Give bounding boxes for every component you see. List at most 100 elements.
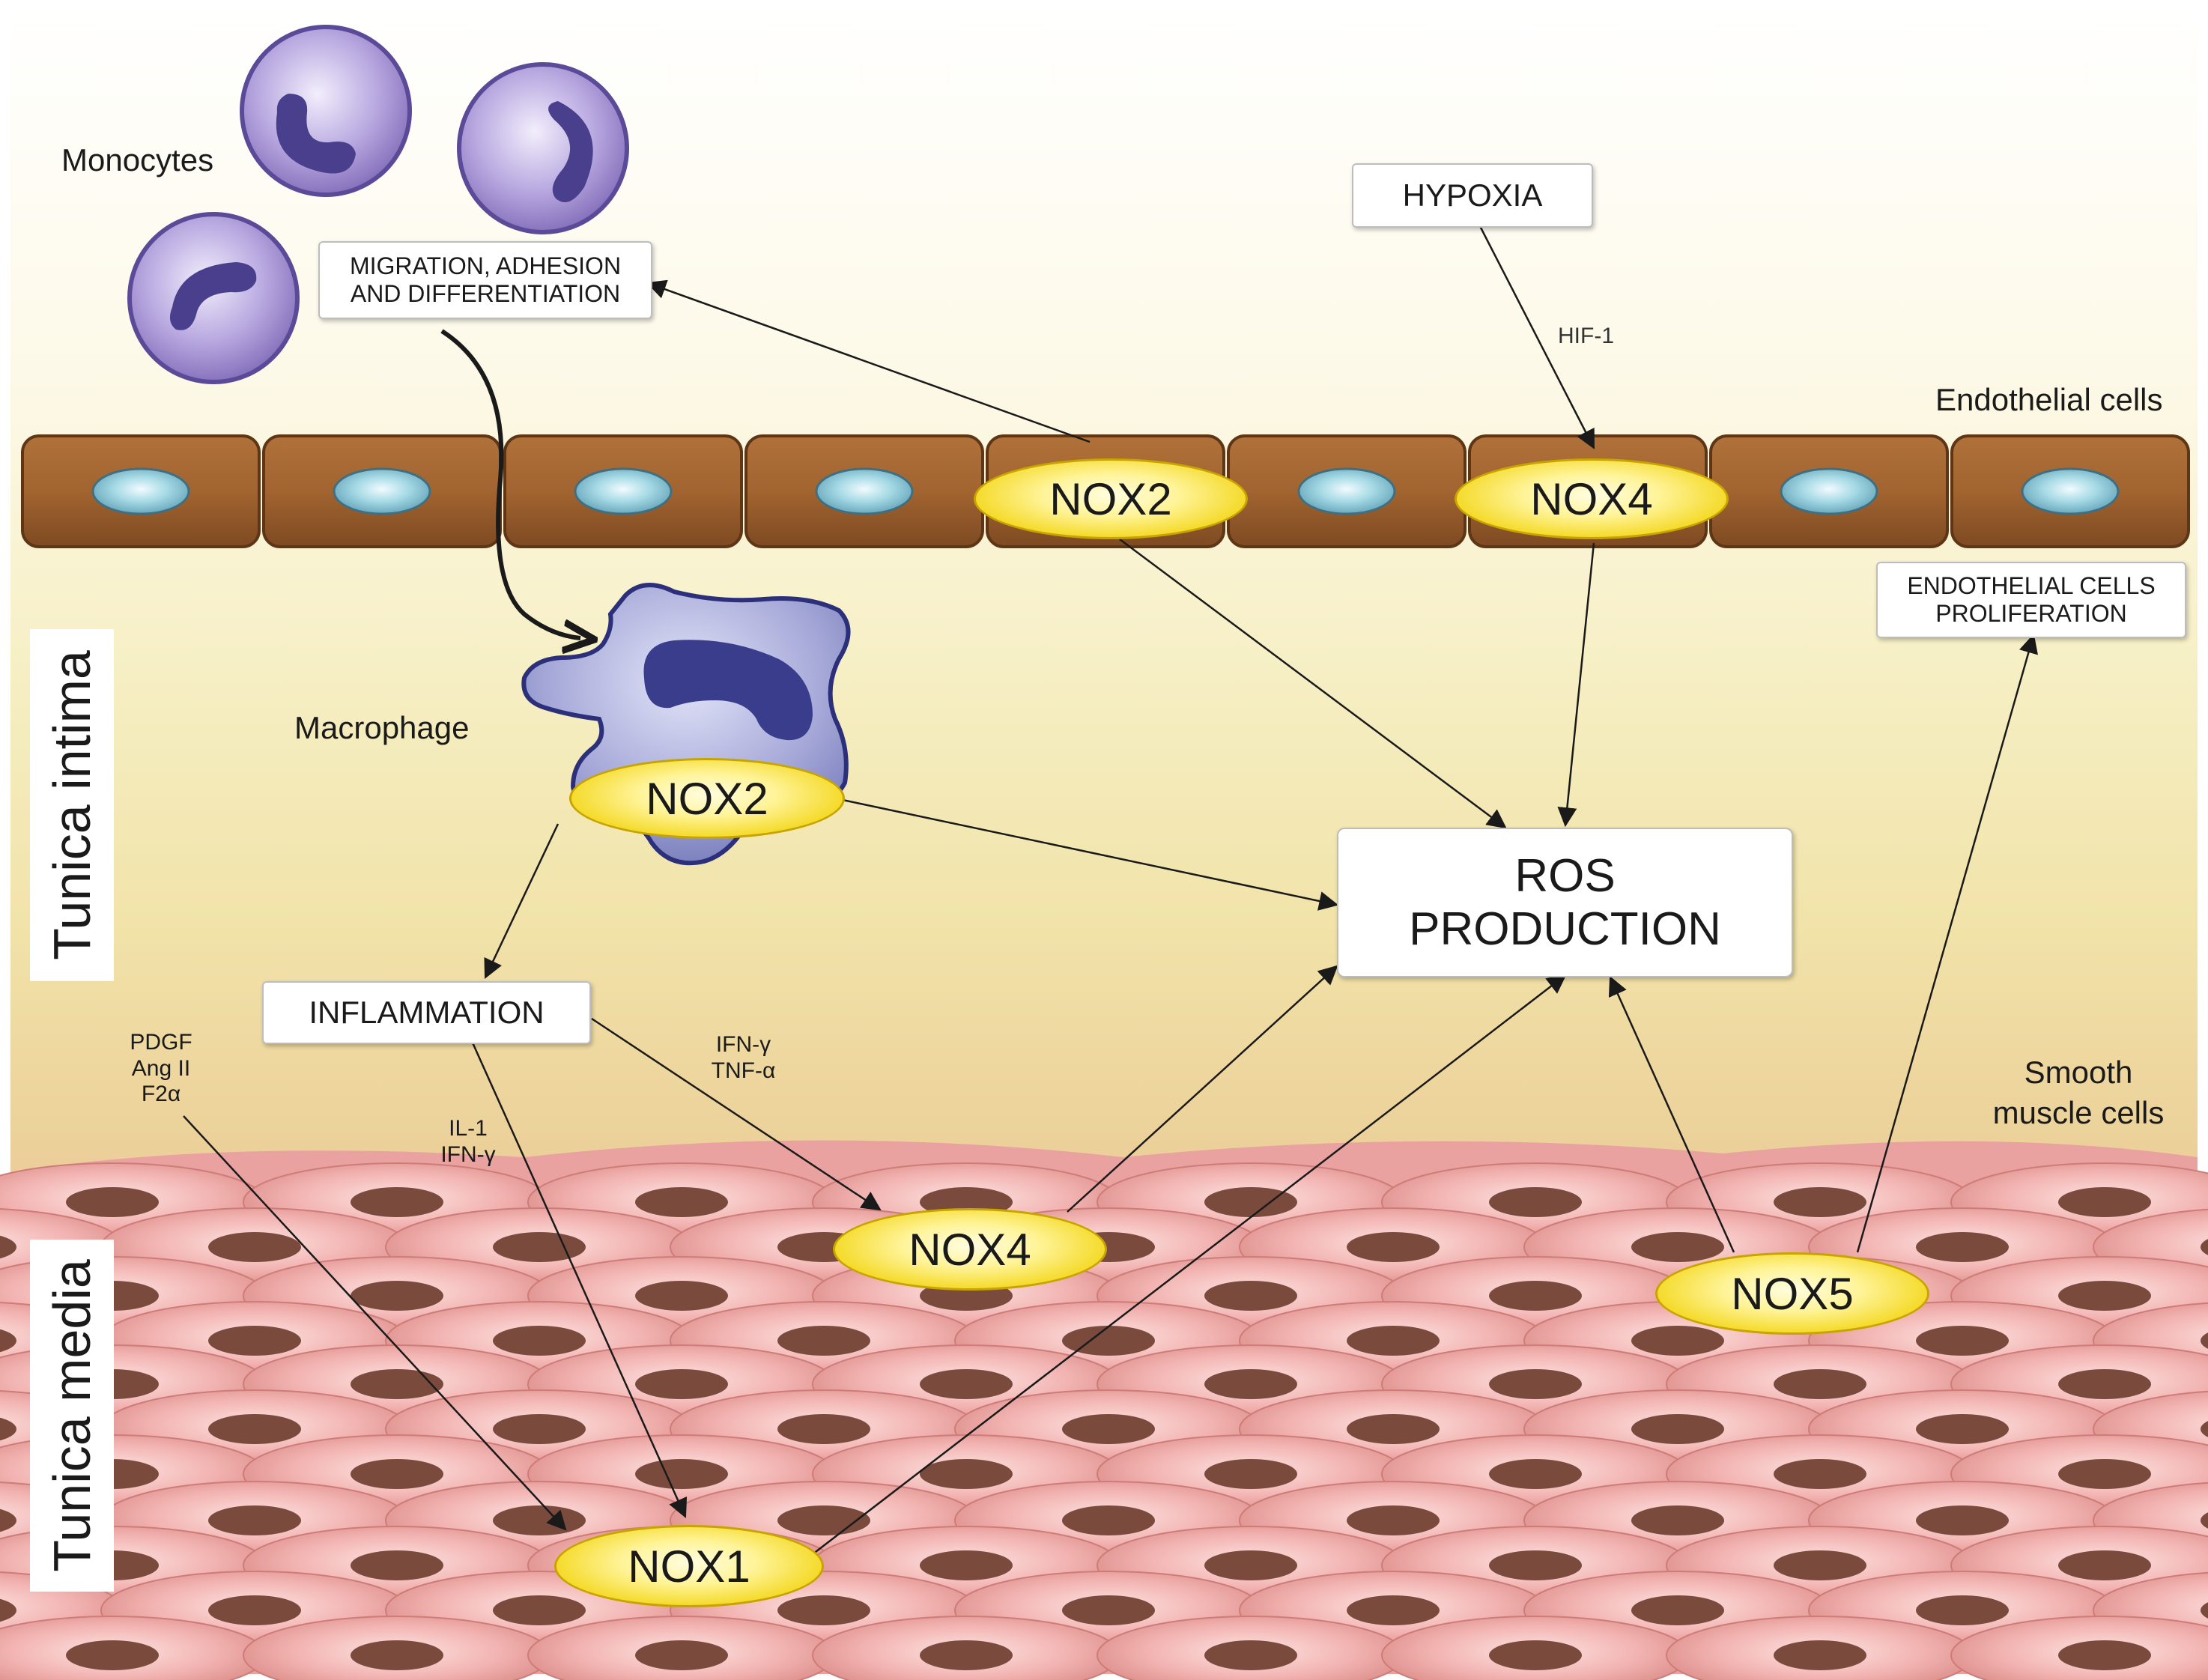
pdgf-label: PDGF bbox=[130, 1030, 192, 1055]
smooth-muscle-nucleus bbox=[351, 1187, 443, 1217]
smooth-muscle-nucleus bbox=[1774, 1369, 1866, 1399]
ifng-label-1: IFN-γ bbox=[715, 1032, 771, 1057]
arrow-nox4-smc-to-ros bbox=[1067, 965, 1338, 1213]
smooth-muscle-nucleus bbox=[1631, 1505, 1724, 1535]
migration-adhesion-box: MIGRATION, ADHESION AND DIFFERENTIATION bbox=[318, 241, 652, 319]
smooth-muscle-nucleus bbox=[1347, 1595, 1440, 1625]
tunica-intima-label: Tunica intima bbox=[30, 629, 114, 981]
smooth-muscle-nucleus bbox=[2058, 1459, 2151, 1489]
endothelial-nucleus bbox=[91, 467, 190, 515]
endothelial-nucleus bbox=[574, 467, 673, 515]
proliferation-line-2: PROLIFERATION bbox=[1935, 600, 2127, 627]
inflammation-box: INFLAMMATION bbox=[262, 981, 591, 1044]
ros-line-2: PRODUCTION bbox=[1409, 903, 1721, 955]
arrow-nox1-to-ros bbox=[812, 974, 1567, 1555]
smooth-muscle-nucleus bbox=[635, 1187, 728, 1217]
arrow-nox2-to-inflammation bbox=[484, 823, 559, 979]
smooth-muscle-nucleus bbox=[635, 1369, 728, 1399]
proliferation-line-1: ENDOTHELIAL CELLS bbox=[1907, 572, 2156, 600]
smooth-muscle-nucleus bbox=[1774, 1459, 1866, 1489]
arrow-inflammation-to-nox1 bbox=[470, 1040, 688, 1518]
il1-ifng-labels: IL-1 IFN-γ bbox=[423, 1116, 513, 1168]
smooth-muscle-nucleus bbox=[1347, 1505, 1440, 1535]
monocyte-2 bbox=[457, 62, 629, 234]
hif1-label: HIF-1 bbox=[1558, 324, 1614, 348]
arrow-nox2-macro-to-ros bbox=[842, 798, 1339, 911]
ros-line-1: ROS bbox=[1514, 849, 1616, 902]
smooth-muscle-nucleus bbox=[1631, 1326, 1724, 1356]
smooth-muscle-nucleus bbox=[351, 1640, 443, 1670]
smooth-muscle-nucleus bbox=[1347, 1414, 1440, 1444]
smooth-muscle-nucleus bbox=[0, 1598, 16, 1622]
nox5-smooth-muscle: NOX5 bbox=[1655, 1252, 1929, 1335]
smooth-muscle-nucleus bbox=[1631, 1232, 1724, 1262]
smooth-muscle-nucleus bbox=[635, 1459, 728, 1489]
smooth-muscle-nucleus bbox=[2058, 1640, 2151, 1670]
smooth-muscle-nucleus bbox=[1774, 1640, 1866, 1670]
smooth-muscle-nucleus bbox=[351, 1550, 443, 1580]
endothelial-proliferation-box: ENDOTHELIAL CELLS PROLIFERATION bbox=[1876, 562, 2186, 638]
arrow-inflammation-to-nox4 bbox=[591, 1017, 882, 1211]
nox4-smooth-muscle: NOX4 bbox=[833, 1208, 1107, 1291]
arrow-nox4-endo-to-ros bbox=[1557, 542, 1595, 828]
smooth-muscle-line-1: Smooth bbox=[2024, 1055, 2133, 1090]
nox2-endothelial: NOX2 bbox=[974, 458, 1248, 539]
smooth-muscle-nucleus bbox=[208, 1595, 301, 1625]
smooth-muscle-nucleus bbox=[66, 1187, 159, 1217]
smooth-muscle-nucleus bbox=[351, 1369, 443, 1399]
smooth-muscle-nucleus bbox=[493, 1595, 586, 1625]
smooth-muscle-nucleus bbox=[920, 1640, 1013, 1670]
smooth-muscle-nucleus bbox=[208, 1232, 301, 1262]
smooth-muscle-nucleus bbox=[351, 1459, 443, 1489]
arrow-nox5-to-ros bbox=[1608, 976, 1735, 1253]
arrow-monocyte-to-macrophage bbox=[440, 329, 580, 638]
il1-label: IL-1 bbox=[449, 1116, 488, 1141]
pdgf-angii-f2a-labels: PDGF Ang II F2α bbox=[112, 1030, 210, 1108]
smooth-muscle-nucleus bbox=[2201, 1239, 2208, 1255]
smooth-muscle-nucleus bbox=[1204, 1187, 1297, 1217]
nox4-endothelial: NOX4 bbox=[1455, 458, 1729, 539]
smooth-muscle-nucleus bbox=[208, 1505, 301, 1535]
smooth-muscle-nucleus bbox=[1489, 1369, 1582, 1399]
arrow-hypoxia-to-nox4 bbox=[1478, 224, 1595, 449]
f2a-label: F2α bbox=[141, 1082, 181, 1106]
smooth-muscle-nucleus bbox=[2058, 1550, 2151, 1580]
smooth-muscle-nucleus bbox=[777, 1595, 870, 1625]
hypoxia-text: HYPOXIA bbox=[1402, 177, 1543, 213]
ifng-tnfa-labels: IFN-γ TNF-α bbox=[697, 1032, 790, 1084]
migration-line-1: MIGRATION, ADHESION bbox=[349, 252, 622, 280]
smooth-muscle-nucleus bbox=[2058, 1369, 2151, 1399]
smooth-muscle-nucleus bbox=[1204, 1550, 1297, 1580]
smooth-muscle-nucleus bbox=[1204, 1459, 1297, 1489]
ang2-label: Ang II bbox=[131, 1055, 191, 1081]
smooth-muscle-nucleus bbox=[2201, 1602, 2208, 1619]
endothelial-nucleus bbox=[2021, 467, 2120, 515]
smooth-muscle-nucleus bbox=[920, 1459, 1013, 1489]
ifng-label-2: IFN-γ bbox=[440, 1141, 496, 1167]
smooth-muscle-nucleus bbox=[2201, 1332, 2208, 1349]
smooth-muscle-nucleus bbox=[1204, 1640, 1297, 1670]
smooth-muscle-nucleus bbox=[1774, 1187, 1866, 1217]
smooth-muscle-nucleus bbox=[2058, 1281, 2151, 1311]
macrophage-label: Macrophage bbox=[294, 710, 470, 745]
smooth-muscle-nucleus bbox=[1489, 1281, 1582, 1311]
smooth-muscle-nucleus bbox=[208, 1326, 301, 1356]
monocyte-3 bbox=[127, 212, 300, 384]
smooth-muscle-nucleus bbox=[1916, 1414, 2009, 1444]
smooth-muscle-nucleus bbox=[1916, 1232, 2009, 1262]
arrows bbox=[183, 224, 2038, 1555]
smooth-muscle-nucleus bbox=[635, 1281, 728, 1311]
smooth-muscle-nucleus bbox=[1631, 1414, 1724, 1444]
smooth-muscle-nucleus bbox=[1489, 1550, 1582, 1580]
endothelial-nucleus bbox=[815, 467, 914, 515]
endothelial-cells-label: Endothelial cells bbox=[1935, 382, 2163, 417]
smooth-muscle-nucleus bbox=[66, 1640, 159, 1670]
migration-line-2: AND DIFFERENTIATION bbox=[350, 280, 621, 307]
smooth-muscle-nucleus bbox=[0, 1235, 16, 1259]
smooth-muscle-nucleus bbox=[0, 1508, 16, 1532]
smooth-muscle-nucleus bbox=[635, 1640, 728, 1670]
smooth-muscle-nucleus bbox=[493, 1232, 586, 1262]
smooth-muscle-nucleus bbox=[0, 1329, 16, 1353]
smooth-muscle-nucleus bbox=[920, 1550, 1013, 1580]
inflammation-text: INFLAMMATION bbox=[309, 994, 545, 1030]
